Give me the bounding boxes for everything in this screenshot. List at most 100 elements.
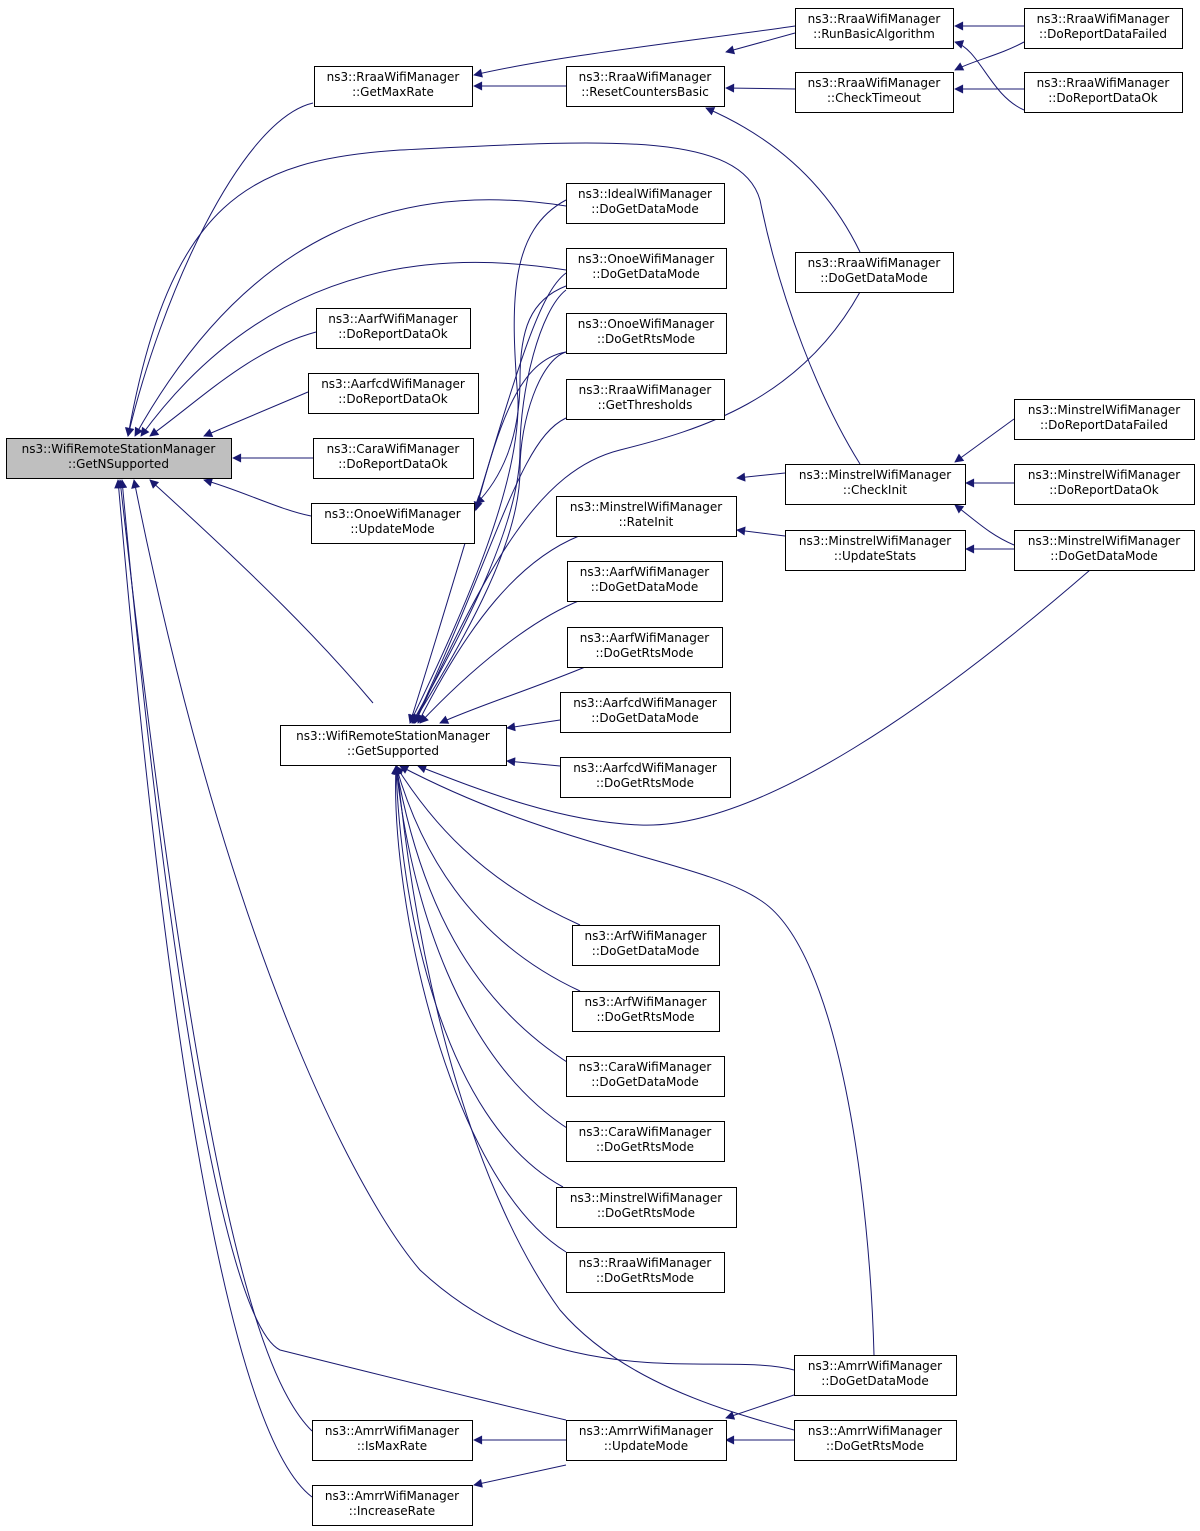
node-aarf-getrtsmode[interactable]: ns3::AarfWifiManager::DoGetRtsMode bbox=[567, 627, 723, 668]
node-method-label: ::GetSupported bbox=[347, 744, 439, 758]
node-class-label: ns3::WifiRemoteStationManager bbox=[22, 442, 216, 456]
node-minstrel-getdatamode[interactable]: ns3::MinstrelWifiManager::DoGetDataMode bbox=[1014, 530, 1195, 571]
node-class-label: ns3::MinstrelWifiManager bbox=[1028, 468, 1180, 482]
call-edge bbox=[736, 472, 786, 482]
node-class-label: ns3::OnoeWifiManager bbox=[578, 252, 715, 266]
node-amrr-updatemode[interactable]: ns3::AmrrWifiManager::UpdateMode bbox=[566, 1420, 727, 1461]
node-box bbox=[795, 252, 954, 293]
node-rraa-reportfailed[interactable]: ns3::RraaWifiManager::DoReportDataFailed bbox=[1024, 8, 1183, 49]
node-aarfcd-reportok[interactable]: ns3::AarfcdWifiManager::DoReportDataOk bbox=[308, 373, 479, 414]
call-edge bbox=[393, 765, 795, 1431]
node-box bbox=[1014, 530, 1195, 571]
node-method-label: ::DoGetDataMode bbox=[1050, 549, 1157, 563]
node-method-label: ::DoGetDataMode bbox=[591, 202, 698, 216]
node-cara-getdatamode[interactable]: ns3::CaraWifiManager::DoGetDataMode bbox=[566, 1056, 725, 1097]
node-class-label: ns3::AmrrWifiManager bbox=[579, 1424, 713, 1438]
node-class-label: ns3::RraaWifiManager bbox=[579, 70, 712, 84]
node-rraa-getrtsmode[interactable]: ns3::RraaWifiManager::DoGetRtsMode bbox=[566, 1252, 725, 1293]
node-minstrel-checkinit[interactable]: ns3::MinstrelWifiManager::CheckInit bbox=[785, 464, 966, 505]
node-method-label: ::GetMaxRate bbox=[352, 85, 434, 99]
node-box bbox=[785, 464, 966, 505]
node-aarf-getdatamode[interactable]: ns3::AarfWifiManager::DoGetDataMode bbox=[567, 561, 723, 602]
node-box bbox=[314, 66, 473, 107]
node-minstrel-updatestats[interactable]: ns3::MinstrelWifiManager::UpdateStats bbox=[785, 530, 966, 571]
node-minstrel-rateinit[interactable]: ns3::MinstrelWifiManager::RateInit bbox=[556, 496, 737, 537]
call-edge bbox=[417, 569, 1091, 826]
call-edge bbox=[391, 765, 564, 1188]
node-class-label: ns3::AarfcdWifiManager bbox=[573, 761, 717, 775]
node-class-label: ns3::RraaWifiManager bbox=[327, 70, 460, 84]
node-method-label: ::DoGetDataMode bbox=[591, 711, 698, 725]
call-edge bbox=[116, 479, 313, 1432]
node-method-label: ::DoGetDataMode bbox=[592, 267, 699, 281]
call-edge bbox=[393, 765, 571, 1065]
node-aarfcd-getdatamode[interactable]: ns3::AarfcdWifiManager::DoGetDataMode bbox=[560, 692, 731, 733]
node-box bbox=[1014, 464, 1195, 505]
node-aarfcd-getrtsmode[interactable]: ns3::AarfcdWifiManager::DoGetRtsMode bbox=[560, 757, 731, 798]
call-edge bbox=[506, 757, 561, 767]
node-onoe-getrtsmode[interactable]: ns3::OnoeWifiManager::DoGetRtsMode bbox=[566, 313, 727, 354]
node-cara-reportok[interactable]: ns3::CaraWifiManager::DoReportDataOk bbox=[313, 438, 474, 479]
node-class-label: ns3::AmrrWifiManager bbox=[325, 1424, 459, 1438]
node-box bbox=[572, 925, 720, 966]
node-class-label: ns3::MinstrelWifiManager bbox=[1028, 403, 1180, 417]
node-cara-getrtsmode[interactable]: ns3::CaraWifiManager::DoGetRtsMode bbox=[566, 1121, 725, 1162]
node-amrr-ismaxrate[interactable]: ns3::AmrrWifiManager::IsMaxRate bbox=[312, 1420, 473, 1461]
node-box bbox=[1014, 399, 1195, 440]
node-method-label: ::DoReportDataOk bbox=[1048, 91, 1158, 105]
node-arf-getrtsmode[interactable]: ns3::ArfWifiManager::DoGetRtsMode bbox=[572, 991, 720, 1032]
node-method-label: ::DoReportDataFailed bbox=[1039, 27, 1167, 41]
node-box bbox=[1024, 8, 1183, 49]
node-box bbox=[311, 503, 475, 544]
call-edge bbox=[475, 285, 567, 505]
node-onoe-getdatamode[interactable]: ns3::OnoeWifiManager::DoGetDataMode bbox=[566, 248, 727, 289]
node-amrr-increaserate[interactable]: ns3::AmrrWifiManager::IncreaseRate bbox=[312, 1485, 473, 1526]
node-box bbox=[556, 496, 737, 537]
node-rraa-getdatamode[interactable]: ns3::RraaWifiManager::DoGetDataMode bbox=[795, 252, 954, 293]
call-edge bbox=[391, 765, 567, 1253]
node-class-label: ns3::AarfWifiManager bbox=[580, 565, 709, 579]
node-ideal-getdatamode[interactable]: ns3::IdealWifiManager::DoGetDataMode bbox=[566, 183, 725, 224]
node-box bbox=[280, 725, 507, 766]
node-aarf-reportok[interactable]: ns3::AarfWifiManager::DoReportDataOk bbox=[316, 308, 471, 349]
node-rraa-getmaxrate[interactable]: ns3::RraaWifiManager::GetMaxRate bbox=[314, 66, 473, 107]
node-box bbox=[567, 627, 723, 668]
call-edge bbox=[149, 331, 317, 437]
node-class-label: ns3::RraaWifiManager bbox=[579, 383, 712, 397]
node-amrr-getrtsmode[interactable]: ns3::AmrrWifiManager::DoGetRtsMode bbox=[794, 1420, 957, 1461]
node-rraa-getthresholds[interactable]: ns3::RraaWifiManager::GetThresholds bbox=[566, 379, 725, 420]
node-class-label: ns3::OnoeWifiManager bbox=[578, 317, 715, 331]
node-minstrel-getrtsmode[interactable]: ns3::MinstrelWifiManager::DoGetRtsMode bbox=[556, 1187, 737, 1228]
node-getsupported[interactable]: ns3::WifiRemoteStationManager::GetSuppor… bbox=[280, 725, 507, 766]
node-rraa-runbasic[interactable]: ns3::RraaWifiManager::RunBasicAlgorithm bbox=[795, 8, 954, 49]
node-minstrel-reportfailed[interactable]: ns3::MinstrelWifiManager::DoReportDataFa… bbox=[1014, 399, 1195, 440]
node-box bbox=[560, 757, 731, 798]
node-rraa-resetcounters[interactable]: ns3::RraaWifiManager::ResetCountersBasic bbox=[566, 66, 725, 107]
node-amrr-getdatamode[interactable]: ns3::AmrrWifiManager::DoGetDataMode bbox=[794, 1355, 957, 1396]
node-rraa-reportok[interactable]: ns3::RraaWifiManager::DoReportDataOk bbox=[1024, 72, 1183, 113]
node-class-label: ns3::AarfcdWifiManager bbox=[321, 377, 465, 391]
node-class-label: ns3::AarfWifiManager bbox=[580, 631, 709, 645]
node-box bbox=[794, 1355, 957, 1396]
call-edge bbox=[409, 199, 567, 724]
node-class-label: ns3::RraaWifiManager bbox=[579, 1256, 712, 1270]
call-edge bbox=[140, 261, 567, 437]
node-class-label: ns3::AarfWifiManager bbox=[328, 312, 457, 326]
call-edge bbox=[725, 32, 796, 55]
node-method-label: ::DoGetRtsMode bbox=[595, 646, 693, 660]
node-onoe-updatemode[interactable]: ns3::OnoeWifiManager::UpdateMode bbox=[311, 503, 475, 544]
node-arf-getdatamode[interactable]: ns3::ArfWifiManager::DoGetDataMode bbox=[572, 925, 720, 966]
node-class-label: ns3::IdealWifiManager bbox=[578, 187, 712, 201]
node-method-label: ::CheckInit bbox=[843, 483, 907, 497]
call-edge bbox=[413, 417, 567, 724]
node-rraa-checktimeout[interactable]: ns3::RraaWifiManager::CheckTimeout bbox=[795, 72, 954, 113]
node-class-label: ns3::MinstrelWifiManager bbox=[1028, 534, 1180, 548]
node-method-label: ::DoGetDataMode bbox=[592, 944, 699, 958]
call-edge bbox=[954, 504, 1015, 546]
call-edge bbox=[203, 477, 312, 517]
node-minstrel-reportok[interactable]: ns3::MinstrelWifiManager::DoReportDataOk bbox=[1014, 464, 1195, 505]
node-box bbox=[566, 1252, 725, 1293]
node-root: ns3::WifiRemoteStationManager::GetNSuppo… bbox=[6, 438, 232, 479]
node-method-label: ::DoGetRtsMode bbox=[596, 1271, 694, 1285]
edges bbox=[114, 21, 1091, 1498]
